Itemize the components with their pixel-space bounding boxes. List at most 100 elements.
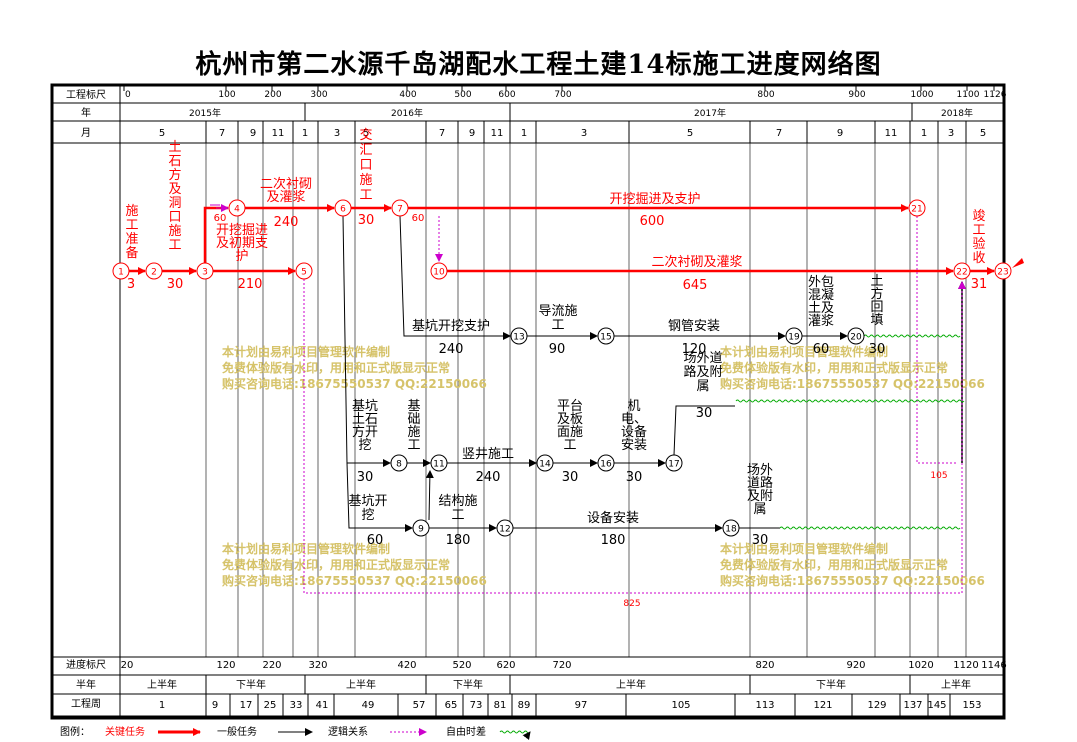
float-label: 105 [930,471,947,481]
progress-label: 620 [496,660,515,671]
row-title-progress: 进度标尺 [66,658,106,671]
task-name-label: 挖 [358,438,371,453]
task-name-label: 工 [168,238,181,253]
event-node-21 [908,199,926,217]
task-name-label: 钢管安装 [668,319,720,334]
event-node-20 [847,327,865,345]
task-name-label: 填 [870,313,883,328]
float-label: 825 [623,599,640,609]
task-name-label: 收 [972,251,985,266]
task-name-label: 机 [627,399,640,414]
event-node-22 [953,262,971,280]
task-name-label: 基坑 [352,399,378,414]
task-name-label: 交 [359,127,372,143]
week-label: 57 [413,700,426,711]
watermark-text: 免费体验版有水印，用用和正式版显示正常 [222,360,450,375]
event-node-label: 16 [600,460,612,470]
task-name-label: 竖井施工 [462,447,514,462]
progress-label: 820 [755,660,774,671]
task-name-label: 灌浆 [808,314,834,329]
row-title-month: 月 [81,127,91,139]
month-label: 9 [250,128,256,139]
task-name-label: 场外道 [683,351,722,366]
event-node-label: 12 [499,525,510,535]
task-name-label: 施 [168,224,181,239]
month-label: 3 [581,128,587,139]
month-label: 3 [948,128,954,139]
task-duration-label: 120 [682,342,707,357]
event-node-label: 11 [433,460,444,470]
watermark-text: 购买咨询电话:18675550537 QQ:22150066 [222,376,487,391]
watermark-text: 本计划由易利项目管理软件编制 [222,344,390,359]
month-label: 5 [980,128,986,139]
scale-tick-label: 1126 [984,90,1007,100]
event-node-3 [196,262,214,280]
month-label: 11 [272,128,285,139]
task-name-label: 工 [451,508,464,523]
progress-label: 520 [452,660,471,671]
event-node-label: 17 [668,460,679,470]
watermark-text: 本计划由易利项目管理软件编制 [222,541,390,556]
progress-label: 1120 [953,660,978,671]
week-label: 73 [470,700,483,711]
half-year-label: 下半年 [453,678,483,691]
page-title: 杭州市第二水源千岛湖配水工程土建14标施工进度网络图 [195,50,882,80]
free-float [863,334,961,338]
event-node-12 [496,519,514,537]
event-node-label: 5 [301,268,307,278]
event-node-label: 19 [788,333,800,343]
task-duration-label: 240 [274,215,299,230]
task-duration-label: 3 [127,277,135,292]
task-name-label: 基坑开挖支护 [412,319,490,334]
scale-tick-label: 1000 [911,90,934,100]
event-node-5 [295,262,313,280]
task-name-label: 外包 [808,275,834,290]
task-name-label: 电、 [621,412,647,427]
task-arrow [346,462,413,532]
event-node-label: 2 [151,268,157,278]
watermark-text: 本计划由易利项目管理软件编制 [720,541,888,556]
task-name-label: 混凝 [808,287,834,303]
task-name-label: 口 [359,158,372,173]
half-year-label: 上半年 [346,678,376,691]
event-node-label: 9 [418,525,424,535]
task-name-label: 二次衬砌及灌浆 [651,254,742,270]
progress-label: 720 [552,660,571,671]
half-year-label: 下半年 [236,678,266,691]
event-node-label: 8 [396,460,402,470]
task-name-label: 场外 [747,463,773,478]
task-name-label: 备 [125,245,138,261]
progress-label: 220 [262,660,281,671]
task-duration-label: 30 [357,470,374,485]
logic-arrow [916,216,956,464]
event-node-13 [510,327,528,345]
free-float [735,399,965,403]
task-name-label: 工 [125,218,138,233]
task-name-label: 挖 [361,508,374,523]
month-label: 7 [776,128,782,139]
legend-free-icon [499,730,531,740]
month-label: 5 [159,128,165,139]
event-node-label: 21 [911,205,922,215]
scale-tick-label: 100 [218,90,235,100]
month-label: 5 [363,128,369,139]
task-name-label: 回 [870,300,883,315]
task-name-label: 平台 [557,399,583,414]
scale-tick-label: 900 [848,90,865,100]
half-year-label: 上半年 [147,678,177,691]
week-label: 81 [494,700,507,711]
event-node-label: 13 [513,333,524,343]
float-label: 60 [412,213,425,224]
month-label: 7 [439,128,445,139]
event-node-1 [112,262,130,280]
float-label: 60 [214,213,227,224]
progress-label: 320 [308,660,327,671]
event-node-19 [785,327,803,345]
week-label: 97 [575,700,588,711]
task-duration-label: 90 [549,342,566,357]
legend-normal-label: 一般任务 [217,725,257,738]
logic-arrow [303,279,962,594]
week-label: 9 [212,700,218,711]
task-name-label: 路及附 [683,364,722,380]
week-label: 129 [867,700,886,711]
